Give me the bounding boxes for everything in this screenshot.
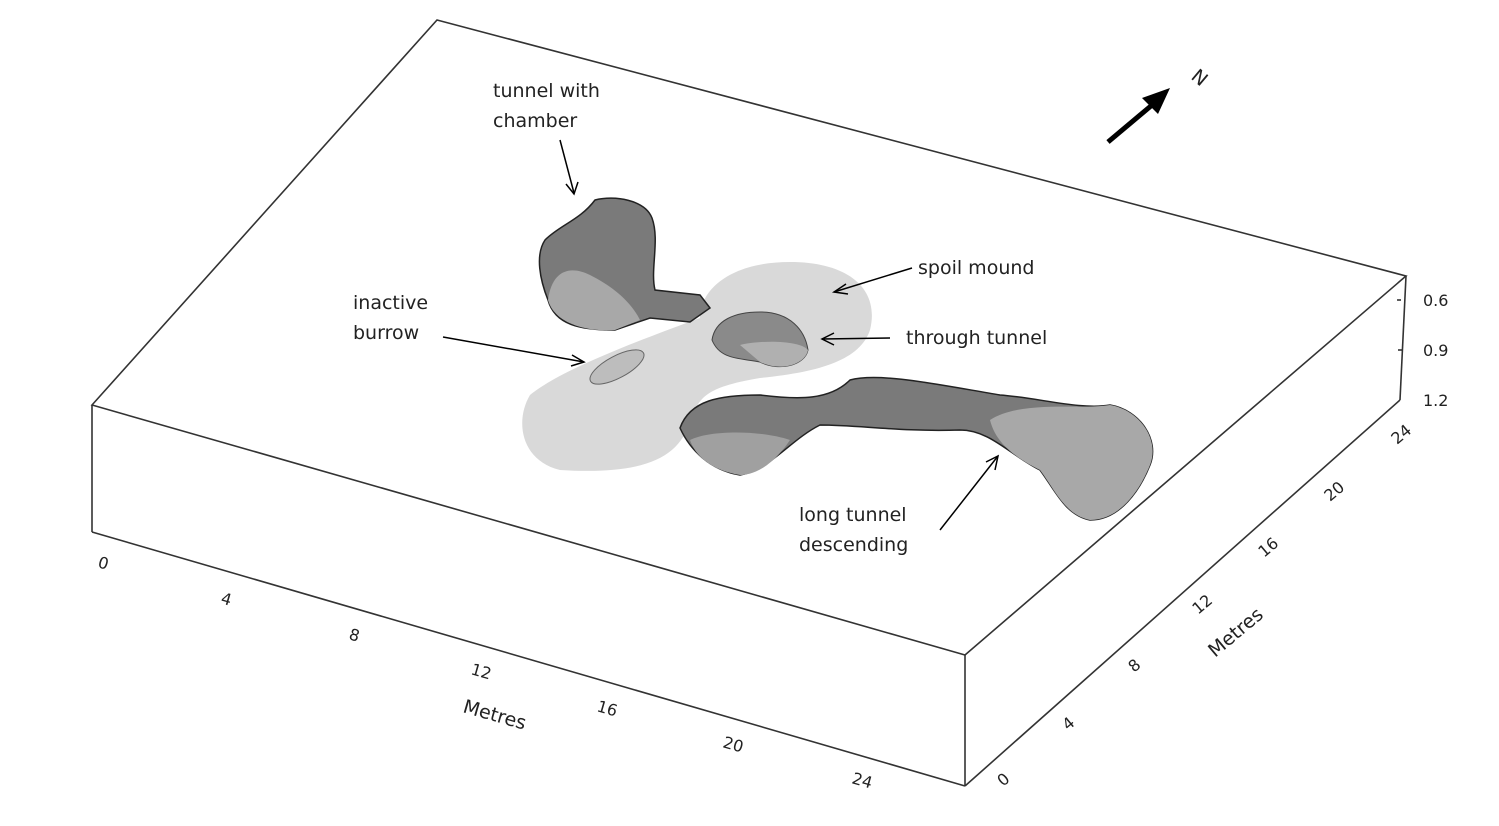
y-tick: 4	[1058, 713, 1078, 734]
inactive-burrow-shape	[589, 349, 645, 385]
volume-box	[90, 19, 1408, 787]
y-tick: 12	[1188, 590, 1216, 618]
label-spoil-mound: spoil mound	[918, 257, 1034, 279]
spoil-mound	[522, 262, 872, 471]
annotation-arrows	[442, 139, 1000, 531]
tunnel-chamber-wall	[548, 270, 640, 331]
north-label: N	[1187, 65, 1212, 91]
long-tunnel-wall	[990, 405, 1153, 520]
box-edge	[964, 399, 1401, 787]
x-tick: 0	[96, 553, 111, 574]
x-tick: 4	[219, 589, 234, 610]
label-long-tunnel-2: descending	[799, 534, 908, 556]
y-tick: 8	[1124, 655, 1144, 676]
x-tick: 8	[347, 625, 362, 646]
x-axis-label: Metres	[461, 696, 529, 735]
y-tick: 20	[1320, 477, 1348, 505]
x-axis: 0 4 8 12 16 20 24 Metres	[96, 553, 875, 793]
label-long-tunnel-1: long tunnel	[799, 504, 907, 526]
label-tunnel-with-chamber-2: chamber	[493, 110, 577, 132]
x-tick: 20	[721, 733, 746, 757]
north-arrow-icon: N	[1106, 65, 1212, 144]
box-edge	[91, 531, 966, 787]
label-tunnel-with-chamber-1: tunnel with	[493, 80, 600, 102]
y-tick: 24	[1387, 420, 1415, 448]
through-tunnel-wall	[740, 341, 808, 367]
label-inactive-burrow-1: inactive	[353, 292, 428, 314]
label-inactive-burrow-2: burrow	[353, 322, 419, 344]
label-through-tunnel: through tunnel	[906, 327, 1047, 349]
depth-tick: 1.2	[1423, 391, 1448, 410]
y-axis-label: Metres	[1204, 604, 1268, 662]
box-edge	[1399, 275, 1407, 401]
long-tunnel-wall	[690, 432, 790, 475]
x-tick: 24	[850, 769, 875, 793]
y-tick: 16	[1254, 533, 1282, 561]
y-tick: 0	[993, 769, 1013, 790]
depth-tick: 0.9	[1423, 341, 1448, 360]
x-tick: 16	[595, 697, 620, 721]
x-tick: 12	[469, 660, 494, 684]
depth-tick: 0.6	[1423, 291, 1448, 310]
